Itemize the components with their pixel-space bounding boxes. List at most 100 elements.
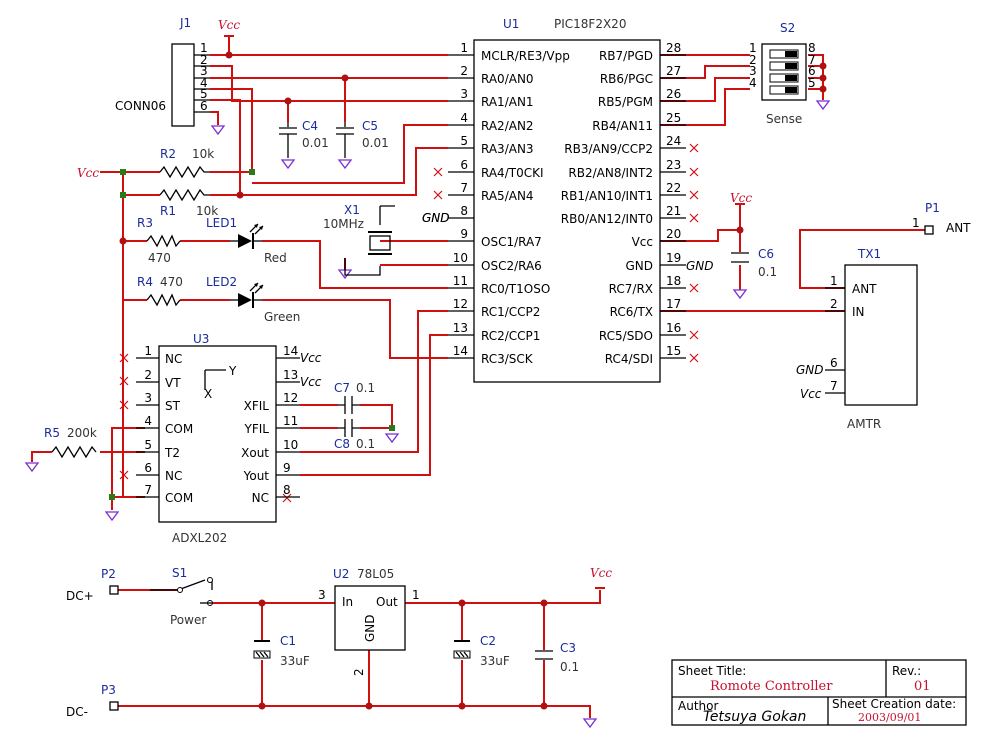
u1-pin-name: RA5/AN4: [481, 189, 534, 203]
u1-pin-name: RA3/AN3: [481, 142, 534, 156]
author-label: Author: [678, 699, 718, 713]
svg-text:2: 2: [749, 53, 757, 67]
sheet-title-label: Sheet Title:: [678, 664, 746, 678]
svg-text:R5: R5: [44, 426, 60, 440]
svg-text:2: 2: [352, 668, 366, 676]
junction-dots: [109, 51, 827, 710]
u1-pin-num: 26: [666, 87, 681, 101]
u1-pin-num: 6: [460, 158, 468, 172]
u3-pin-num: 9: [283, 461, 291, 475]
u1-pin-name: RA2/AN2: [481, 119, 534, 133]
j1-connector: J1 CONN06 1 2 3 4 5 6: [115, 16, 210, 127]
svg-text:2: 2: [200, 53, 208, 67]
svg-text:ADXL202: ADXL202: [172, 531, 227, 545]
capacitors-c4-c5: C4 0.01 C5 0.01: [279, 119, 389, 158]
svg-text:1: 1: [830, 274, 838, 288]
u1-pin-num: 25: [666, 111, 681, 125]
u1-pin-name: RB4/AN11: [592, 119, 653, 133]
svg-text:470: 470: [148, 251, 171, 265]
svg-text:S1: S1: [172, 566, 187, 580]
svg-text:ANT: ANT: [946, 221, 971, 235]
svg-text:C1: C1: [280, 634, 296, 648]
svg-text:3: 3: [200, 64, 208, 78]
svg-text:5: 5: [200, 87, 208, 101]
svg-text:C3: C3: [560, 641, 576, 655]
vcc-label-power: Vcc: [590, 566, 612, 580]
u1-pin-name: RC5/SDO: [599, 329, 653, 343]
svg-text:1: 1: [412, 588, 420, 602]
svg-text:3: 3: [318, 588, 326, 602]
svg-text:33uF: 33uF: [280, 654, 310, 668]
svg-text:P1: P1: [925, 201, 940, 215]
svg-text:78L05: 78L05: [357, 567, 394, 581]
svg-text:7: 7: [830, 379, 838, 393]
svg-text:Vcc: Vcc: [800, 387, 822, 401]
u1-pin-name: RB0/AN12/INT0: [561, 212, 653, 226]
date-label: Sheet Creation date:: [832, 697, 956, 711]
rev-value: 01: [914, 679, 931, 694]
p1-connector: P1 1 ANT: [912, 201, 971, 235]
u1-pin-num: 28: [666, 41, 681, 55]
svg-text:7: 7: [808, 53, 816, 67]
u3-pin-num: 10: [283, 438, 298, 452]
u3-pin-name: ST: [165, 399, 181, 413]
u1-pin-name: Vcc: [632, 235, 653, 249]
u1-microcontroller: U1 PIC18F2X20 1MCLR/RE3/Vpp2RA0/AN03RA1/…: [422, 17, 686, 383]
svg-text:200k: 200k: [67, 426, 97, 440]
u1-pin-name: RA4/T0CKI: [481, 166, 544, 180]
svg-text:0.01: 0.01: [302, 136, 329, 150]
svg-text:0.01: 0.01: [362, 136, 389, 150]
u1-pin-name: GND: [625, 259, 653, 273]
u3-pin-num: 3: [144, 391, 152, 405]
svg-text:TX1: TX1: [857, 247, 881, 261]
svg-text:0.1: 0.1: [356, 381, 375, 395]
u1-pin-num: 12: [453, 297, 468, 311]
svg-text:DC-: DC-: [66, 705, 88, 719]
author-value: Tetsuya Gokan: [703, 709, 806, 725]
u1-pin-num: 21: [666, 204, 681, 218]
svg-text:0.1: 0.1: [356, 437, 375, 451]
u3-pin-name: Xout: [241, 446, 269, 460]
svg-text:Power: Power: [170, 613, 206, 627]
u3-pin-name: COM: [165, 422, 193, 436]
svg-text:6: 6: [830, 356, 838, 370]
svg-text:DC+: DC+: [66, 589, 94, 603]
u1-pin-num: 2: [460, 64, 468, 78]
svg-text:Y: Y: [228, 364, 237, 378]
u3-pin-num: 11: [283, 414, 298, 428]
svg-text:6: 6: [200, 99, 208, 113]
u1-pin-name: OSC2/RA6: [481, 259, 542, 273]
u3-pin-num: 12: [283, 391, 298, 405]
u1-pin-num: 14: [453, 344, 468, 358]
svg-text:P3: P3: [101, 683, 116, 697]
svg-text:X: X: [204, 387, 212, 401]
u1-pin-num: 4: [460, 111, 468, 125]
u3-pin-name: VT: [165, 376, 181, 390]
svg-text:0.1: 0.1: [560, 660, 579, 674]
u3-pin-num: 5: [144, 438, 152, 452]
u3-pin-name: Vcc: [300, 351, 322, 365]
svg-text:IN: IN: [852, 305, 865, 319]
u1-pin-num: 13: [453, 321, 468, 335]
s2-dip-switch: S2 Sense 1 2 3 4 8 7 6 5: [749, 21, 816, 126]
svg-text:In: In: [342, 595, 353, 609]
u1-pin-name: RC3/SCK: [481, 352, 534, 366]
u1-pin-num: 3: [460, 87, 468, 101]
u1-pin-name: RB1/AN10/INT1: [561, 189, 653, 203]
u1-pin-num: 17: [666, 297, 681, 311]
svg-text:R1: R1: [160, 204, 176, 218]
svg-text:33uF: 33uF: [480, 654, 510, 668]
svg-text:AMTR: AMTR: [847, 417, 881, 431]
u1-pin-num: 8: [460, 204, 468, 218]
u3-pin-name: Yout: [243, 469, 270, 483]
svg-text:10k: 10k: [192, 147, 214, 161]
u1-pin-name: RC0/T1OSO: [481, 282, 550, 296]
u1-pin-num: 5: [460, 134, 468, 148]
svg-text:10k: 10k: [196, 204, 218, 218]
j1-name: CONN06: [115, 99, 166, 113]
u1-pin-name: RA1/AN1: [481, 95, 534, 109]
u1-pin-name: RB6/PGC: [600, 72, 653, 86]
svg-text:LED1: LED1: [206, 216, 237, 230]
svg-text:GND: GND: [363, 614, 377, 642]
